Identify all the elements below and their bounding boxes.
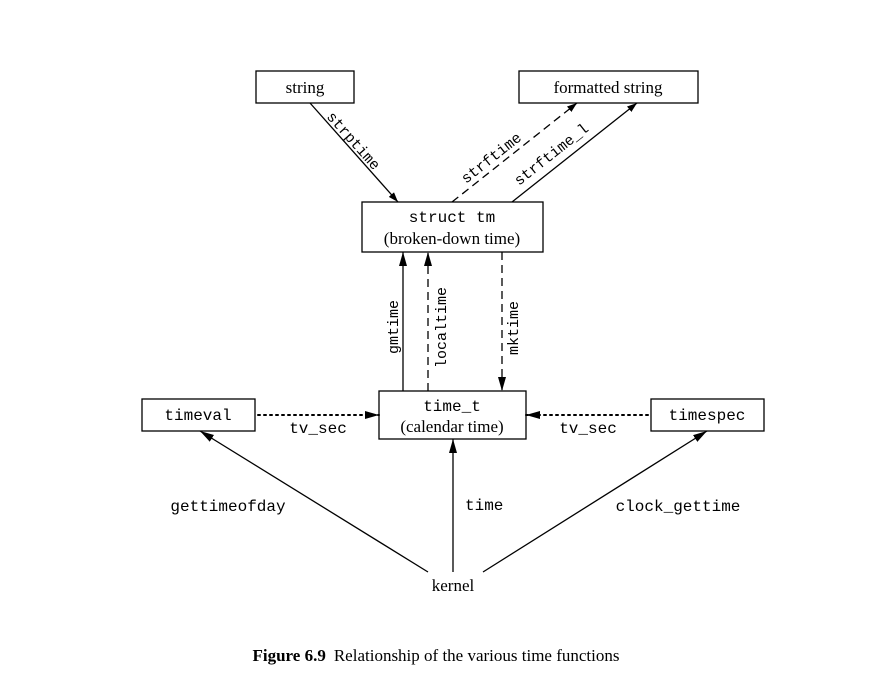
gettimeofday-label: gettimeofday <box>170 498 286 516</box>
localtime-label: localtime <box>434 287 451 368</box>
tv-sec-right-label: tv_sec <box>559 420 617 438</box>
time-edge: time <box>449 439 503 572</box>
gmtime-edge: gmtime <box>386 252 407 391</box>
tv-sec-left-edge: tv_sec <box>257 411 380 438</box>
formatted-string-label: formatted string <box>553 78 663 97</box>
timespec-node: timespec <box>650 398 765 432</box>
struct-tm-label: struct tm <box>409 209 495 227</box>
timeval-label: timeval <box>164 407 231 425</box>
gettimeofday-edge: gettimeofday <box>170 430 429 573</box>
mktime-edge: mktime <box>498 252 523 391</box>
formatted-string-node: formatted string <box>518 70 699 104</box>
strftime-l-edge: strftime_l <box>512 102 638 203</box>
tv-sec-left-label: tv_sec <box>289 420 347 438</box>
string-label: string <box>286 78 325 97</box>
clock-gettime-edge: clock_gettime <box>482 430 741 573</box>
string-node: string <box>255 70 355 104</box>
tv-sec-right-edge: tv_sec <box>525 411 649 438</box>
gmtime-label: gmtime <box>386 300 403 354</box>
broken-down-time-label: (broken-down time) <box>384 229 520 248</box>
figure-caption: Figure 6.9 Relationship of the various ti… <box>0 646 872 666</box>
figure-number: Figure 6.9 <box>252 646 326 665</box>
clock-gettime-label: clock_gettime <box>616 498 741 516</box>
strptime-edge: strptime <box>309 102 399 203</box>
time-label: time <box>465 497 503 515</box>
kernel-label: kernel <box>432 576 475 595</box>
time-t-label: time_t <box>423 398 481 416</box>
timespec-label: timespec <box>669 407 746 425</box>
struct-tm-node: struct tm (broken-down time) <box>361 201 544 253</box>
figure-caption-text: Relationship of the various time functio… <box>333 646 620 665</box>
strptime-label: strptime <box>322 109 383 174</box>
strftime-l-label: strftime_l <box>512 121 593 190</box>
calendar-time-label: (calendar time) <box>400 417 503 436</box>
timeval-node: timeval <box>141 398 256 432</box>
time-functions-diagram: string formatted string struct tm (broke… <box>141 70 765 595</box>
mktime-label: mktime <box>506 301 523 355</box>
time-t-node: time_t (calendar time) <box>378 390 527 440</box>
localtime-edge: localtime <box>424 252 451 391</box>
